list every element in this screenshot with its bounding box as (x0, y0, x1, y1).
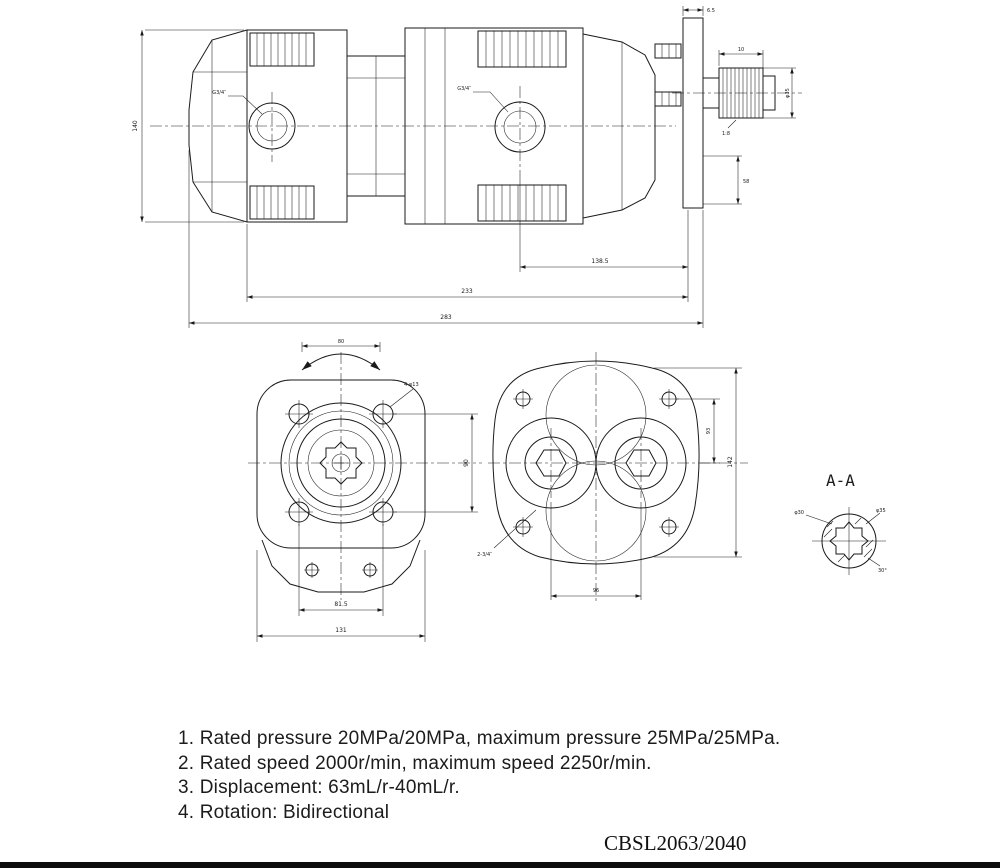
dim-upper: 93 (706, 428, 712, 434)
spec-line-4: 4. Rotation: Bidirectional (178, 801, 390, 823)
dim-bolt-v: 90 (463, 459, 470, 467)
port-note-left: G3/4″ (212, 90, 226, 96)
dim-width: 131 (335, 627, 347, 634)
dim-shaft-dia: φ35 (785, 88, 791, 98)
port-note-right: G3/4″ (457, 86, 471, 92)
dim-taper: 1:8 (722, 131, 730, 137)
model-number: CBSL2063/2040 (604, 831, 747, 855)
dim-shaft-len: 10 (738, 47, 744, 53)
left-end-cap (188, 29, 248, 223)
front-view: 80 4-φ13 (248, 339, 482, 642)
specifications: 1. Rated pressure 20MPa/20MPa, maximum p… (178, 727, 780, 825)
dim-bolt-h: 81.5 (334, 601, 348, 608)
spec-line-3: 3. Displacement: 63mL/r-40mL/r. (178, 777, 460, 798)
section-view: A-A φ35 φ30 30° (794, 471, 887, 575)
section-dim-minor: φ30 (794, 510, 804, 516)
dim-height: 140 (132, 120, 139, 132)
mounting-flange-plate (682, 17, 704, 209)
section-dim-major: φ35 (876, 508, 886, 514)
right-pump-body: G3/4″ (404, 27, 584, 225)
rear-ports (505, 417, 687, 509)
top-view-dimensions: 140 6.5 10 φ35 1:8 58 138.5 (132, 6, 796, 328)
dim-rotation: 80 (338, 339, 344, 345)
rotation-arrow (301, 353, 381, 371)
dim-port-span: 138.5 (591, 258, 608, 265)
shaft-hub (280, 402, 402, 524)
dim-height-rear: 142 (727, 456, 734, 468)
spec-line-2: 2. Rated speed 2000r/min, maximum speed … (178, 752, 652, 774)
top-view: G3/4″ G3/4″ (132, 6, 802, 328)
rear-port-note: 2-3/4″ (477, 552, 492, 558)
right-end-cap (582, 33, 682, 219)
dim-total-len: 283 (440, 314, 452, 321)
section-dim-angle: 30° (878, 568, 887, 574)
pump-technical-drawing: G3/4″ G3/4″ (132, 6, 887, 642)
rear-view: 2-3/4″ 93 142 96 (477, 352, 748, 602)
sheet-bottom-border (0, 862, 1000, 868)
spec-line-1: 1. Rated pressure 20MPa/20MPa, maximum p… (178, 728, 781, 749)
dim-right: 58 (743, 179, 749, 185)
bolt-note: 4-φ13 (404, 382, 419, 388)
section-label: A-A (826, 471, 855, 490)
splined-shaft (702, 67, 776, 119)
front-view-dimensions: 90 81.5 131 (256, 413, 478, 642)
dim-bottom: 96 (593, 588, 599, 594)
front-body-outline (261, 539, 421, 593)
dim-top-right: 6.5 (707, 8, 715, 14)
dim-body-len: 233 (461, 288, 473, 295)
rear-view-dimensions: 93 142 96 (550, 367, 742, 600)
